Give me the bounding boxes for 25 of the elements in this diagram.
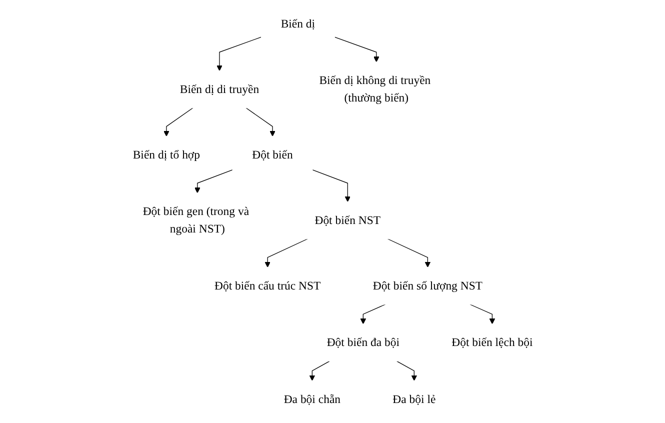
node-text: Biến dị xyxy=(280,16,316,30)
node-text: Đột biến NST xyxy=(314,213,381,226)
arrow xyxy=(470,304,496,324)
arrow xyxy=(309,360,330,381)
node-text: Biến dị di truyền xyxy=(180,82,260,96)
node-text: Đột biến gen (trong và ngoài NST) xyxy=(142,204,250,236)
arrow xyxy=(194,170,233,194)
node-text: Đột biến lệch bội xyxy=(452,336,533,349)
node-text: Đột biến xyxy=(252,148,293,161)
arrow xyxy=(164,108,194,136)
arrow xyxy=(387,238,431,268)
arrow xyxy=(334,36,380,62)
node-text: Biến dị không di truyền (thường biến) xyxy=(319,74,431,104)
node-text: Đột biến số lượng NST xyxy=(372,278,483,292)
node-text: Đa bội chẵn xyxy=(284,392,341,406)
node-text: Biến dị tổ hợp xyxy=(132,148,200,161)
arrow xyxy=(396,360,418,381)
arrow xyxy=(246,108,276,136)
node-text: Đột biến đa bội xyxy=(326,336,400,349)
node-text: Đột biến cấu trúc NST xyxy=(214,278,321,292)
arrow xyxy=(216,36,262,71)
arrow xyxy=(264,238,308,268)
node-text: Đa bội lẻ xyxy=(392,392,436,406)
arrow xyxy=(312,170,350,202)
arrow xyxy=(360,304,386,324)
